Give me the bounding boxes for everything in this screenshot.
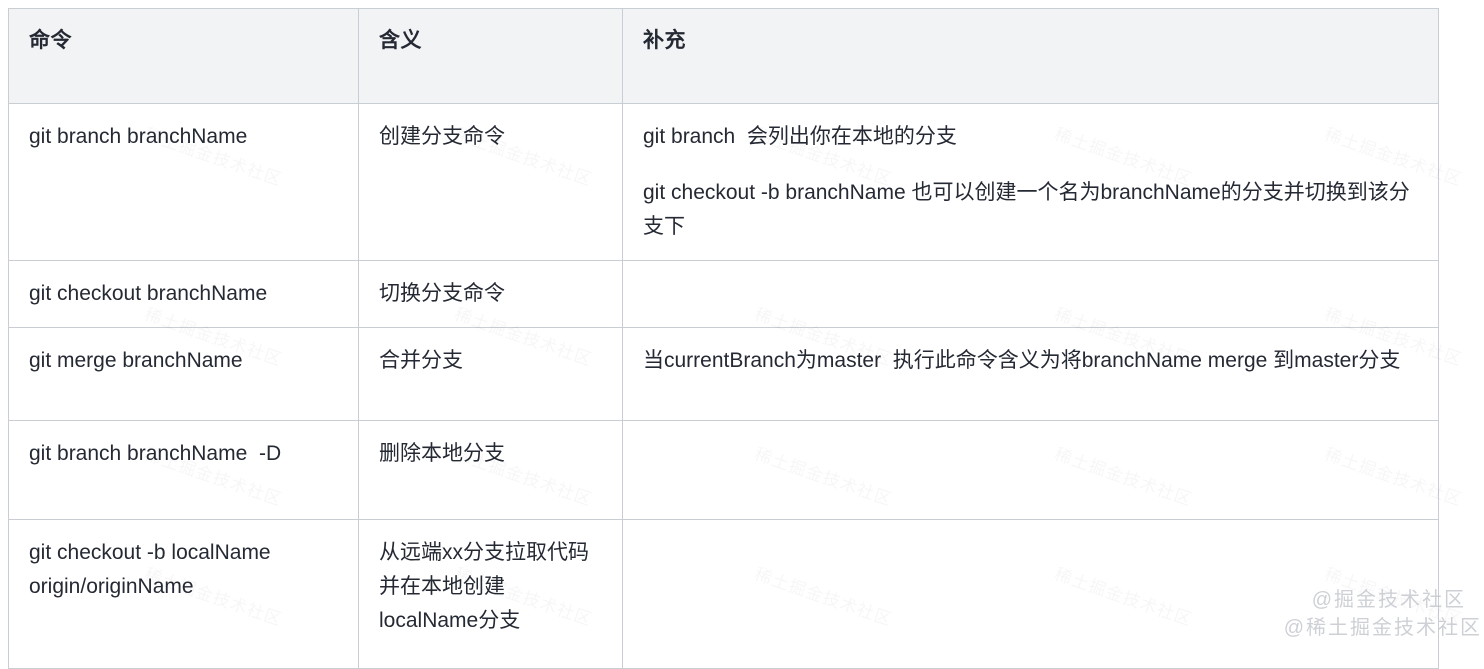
table-row: git checkout branchName 切换分支命令 <box>8 260 1439 329</box>
command-text: git merge branchName <box>29 349 243 373</box>
cell-meaning: 从远端xx分支拉取代码并在本地创建localName分支 <box>358 519 623 669</box>
cell-notes <box>622 420 1439 521</box>
cell-command: git checkout -b localName origin/originN… <box>8 519 359 669</box>
cell-meaning: 切换分支命令 <box>358 260 623 329</box>
command-text: git branch branchName -D <box>29 442 282 466</box>
meaning-text: 创建分支命令 <box>379 125 505 148</box>
column-header-command: 命令 <box>8 8 359 104</box>
git-branch-command-table-wrapper: 命令 含义 补充 git branch branchName 创建分支命令 gi… <box>8 8 1439 669</box>
command-text: git branch branchName <box>29 125 248 148</box>
table-row: git branch branchName 创建分支命令 git branch … <box>8 102 1439 262</box>
command-text: git checkout -b localName origin/originN… <box>29 541 277 599</box>
table-header-row: 命令 含义 补充 <box>8 8 1439 104</box>
note-text: git checkout -b branchName 也可以创建一个名为bran… <box>643 181 1410 239</box>
cell-notes <box>622 519 1439 669</box>
cell-notes: git branch 会列出你在本地的分支 git checkout -b br… <box>622 102 1439 262</box>
meaning-text: 合并分支 <box>379 349 463 373</box>
command-text: git checkout branchName <box>29 282 268 306</box>
meaning-text: 从远端xx分支拉取代码并在本地创建localName分支 <box>379 541 589 633</box>
table-row: git merge branchName 合并分支 当currentBranch… <box>8 327 1439 422</box>
table-row: git branch branchName -D 删除本地分支 <box>8 420 1439 521</box>
note-text: 当currentBranch为master 执行此命令含义为将branchNam… <box>643 349 1401 373</box>
meaning-text: 切换分支命令 <box>379 282 505 306</box>
cell-meaning: 删除本地分支 <box>358 420 623 521</box>
cell-notes <box>622 260 1439 329</box>
cell-command: git branch branchName -D <box>8 420 359 521</box>
column-header-meaning: 含义 <box>358 8 623 104</box>
table-header: 命令 含义 补充 <box>8 8 1439 104</box>
cell-notes: 当currentBranch为master 执行此命令含义为将branchNam… <box>622 327 1439 422</box>
cell-command: git merge branchName <box>8 327 359 422</box>
table-row: git checkout -b localName origin/originN… <box>8 519 1439 669</box>
meaning-text: 删除本地分支 <box>379 442 505 466</box>
cell-meaning: 创建分支命令 <box>358 102 623 262</box>
page-root: 命令 含义 补充 git branch branchName 创建分支命令 gi… <box>8 8 1480 669</box>
column-header-notes: 补充 <box>622 8 1439 104</box>
git-branch-command-table: 命令 含义 补充 git branch branchName 创建分支命令 gi… <box>8 8 1439 669</box>
cell-command: git branch branchName <box>8 102 359 262</box>
cell-command: git checkout branchName <box>8 260 359 329</box>
table-body: git branch branchName 创建分支命令 git branch … <box>8 102 1439 669</box>
note-text: git branch 会列出你在本地的分支 <box>643 125 957 148</box>
cell-meaning: 合并分支 <box>358 327 623 422</box>
